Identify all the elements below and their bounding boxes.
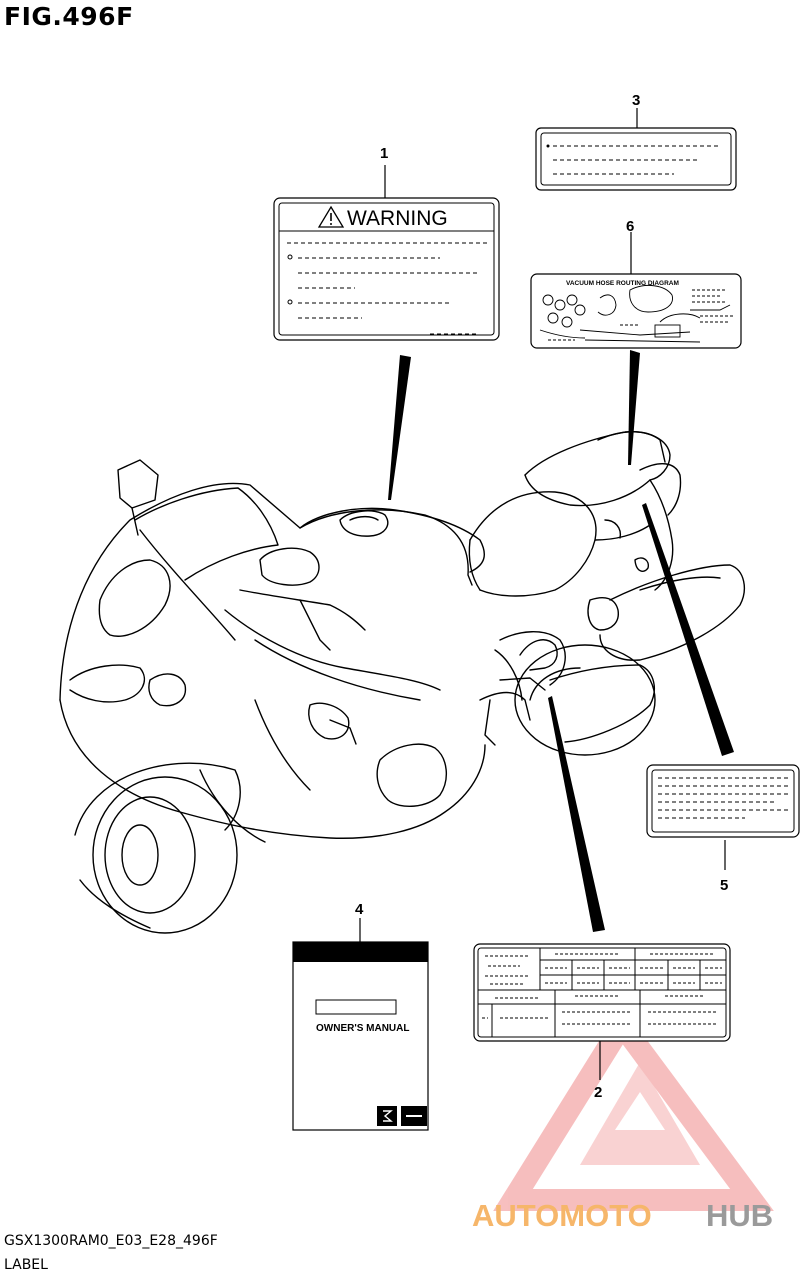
label-3-plate bbox=[535, 127, 737, 191]
callout-2: 2 bbox=[594, 1084, 602, 1101]
callout-3: 3 bbox=[632, 92, 640, 109]
callout-1: 1 bbox=[380, 145, 388, 162]
callout-4: 4 bbox=[355, 901, 364, 918]
callout-6: 6 bbox=[626, 218, 634, 235]
leader-lines bbox=[388, 350, 734, 932]
watermark-text: AUTOMOTO HUB bbox=[472, 1198, 773, 1233]
vacuum-hose-label: VACUUM HOSE ROUTING DIAGRAM bbox=[530, 273, 742, 349]
owners-manual-title: OWNER'S MANUAL bbox=[316, 1023, 409, 1034]
model-code: GSX1300RAM0_E03_E28_496F bbox=[4, 1233, 218, 1249]
label-5-plate bbox=[646, 764, 800, 838]
callout-5: 5 bbox=[720, 877, 728, 894]
vacuum-hose-schematic bbox=[539, 284, 731, 343]
warning-label: WARNING bbox=[273, 197, 500, 341]
figure-title: FIG.496F bbox=[4, 2, 134, 31]
section-label: LABEL bbox=[4, 1257, 48, 1273]
suzuki-logo-icon bbox=[377, 1106, 397, 1126]
warning-triangle-icon bbox=[317, 205, 345, 228]
watermark-logo bbox=[493, 1005, 774, 1211]
watermark-part2: HUB bbox=[706, 1198, 773, 1233]
callout-numbers: 1 2 3 4 5 6 bbox=[355, 92, 728, 1101]
watermark-part1: AUTOMOTO bbox=[472, 1198, 652, 1233]
motorcycle-outline bbox=[59, 431, 746, 934]
owners-manual-booklet: OWNER'S MANUAL bbox=[292, 941, 429, 1131]
label-2-plate bbox=[473, 943, 731, 1042]
warning-label-title: WARNING bbox=[347, 207, 448, 230]
vacuum-label-title: VACUUM HOSE ROUTING DIAGRAM bbox=[566, 280, 679, 287]
